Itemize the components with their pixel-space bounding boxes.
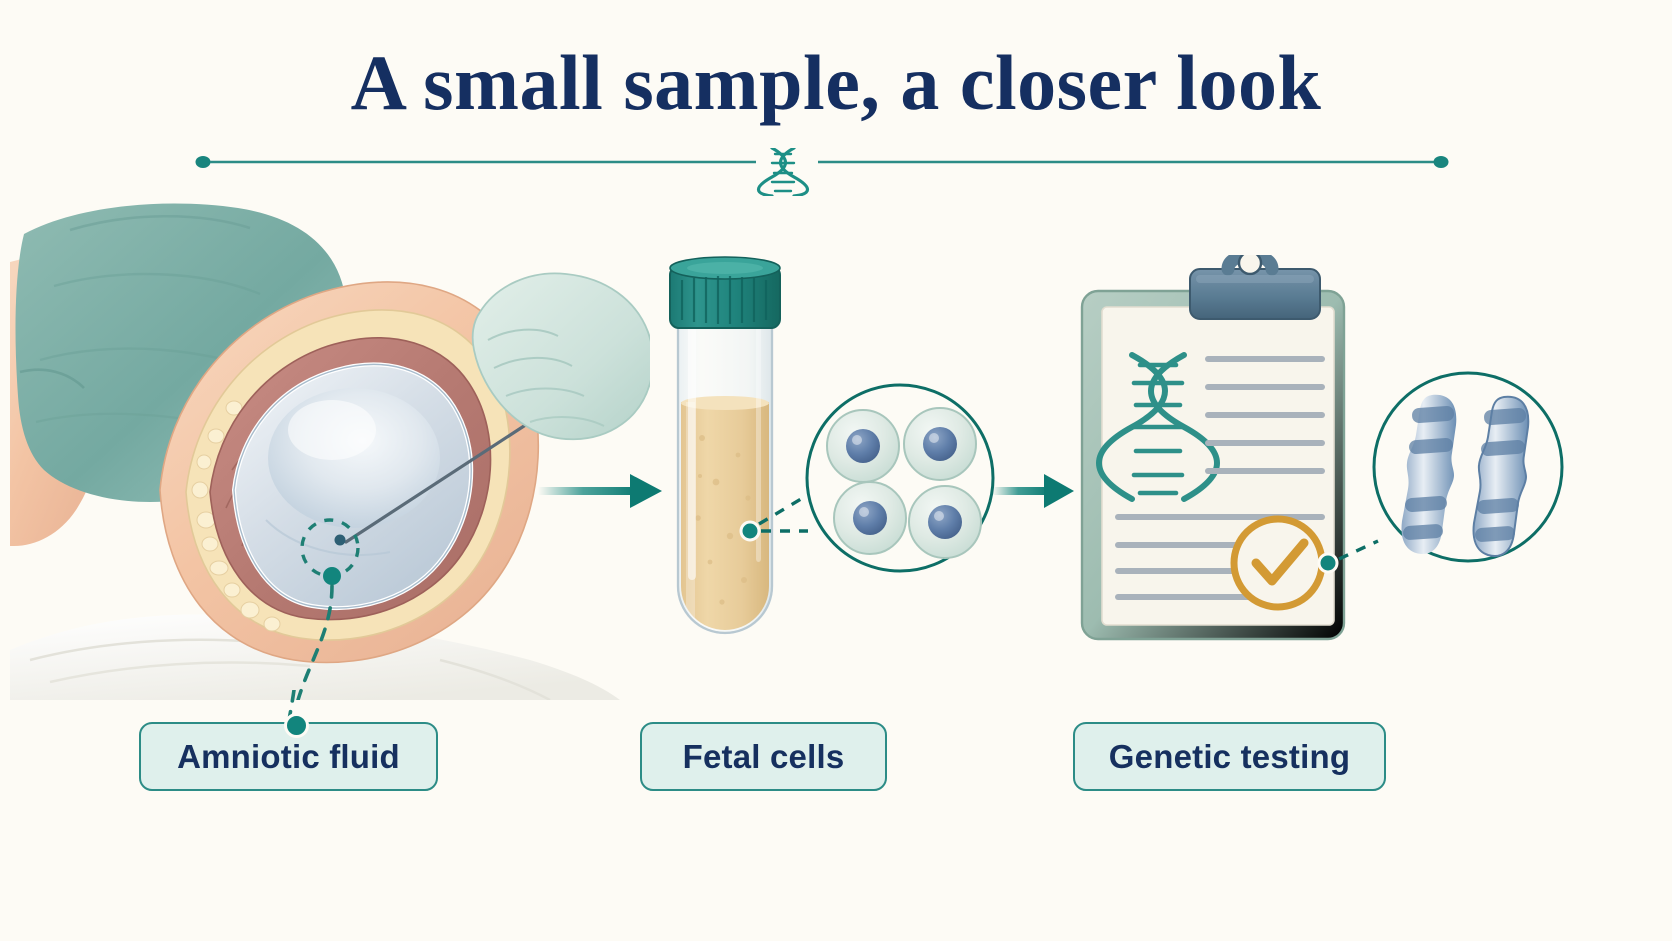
chromosomes-magnifier	[1372, 371, 1564, 563]
clipboard	[1080, 255, 1346, 641]
fluid-particles	[695, 435, 751, 605]
label-genetic-testing[interactable]: Genetic testing	[1073, 722, 1386, 791]
label-genetic-testing-text: Genetic testing	[1108, 737, 1351, 775]
arrow-step2-to-step3	[992, 474, 1074, 508]
fetal-cell	[826, 409, 900, 483]
arrow-step1-to-step2	[538, 474, 662, 508]
title-divider	[195, 148, 1449, 196]
gloved-hand	[471, 272, 650, 441]
label-amniotic-fluid[interactable]: Amniotic fluid	[139, 713, 438, 791]
divider-left-dot	[195, 156, 211, 168]
chromosome	[1472, 395, 1530, 557]
magnifier-connector-chromosomes	[1317, 539, 1379, 574]
fetal-cell	[903, 407, 977, 481]
label-fetal-cells[interactable]: Fetal cells	[640, 722, 887, 791]
dna-helix-icon	[1096, 352, 1220, 502]
fetal-cell	[908, 485, 982, 559]
illustration-amniocentesis	[10, 203, 650, 700]
label-amniotic-fluid-text: Amniotic fluid	[177, 737, 400, 775]
callout-dot-amniotic	[284, 713, 309, 738]
illustration-genetic-report	[1080, 255, 1564, 641]
illustration-sample-tube	[669, 256, 995, 635]
label-fetal-cells-text: Fetal cells	[682, 737, 845, 775]
dna-helix-icon	[756, 148, 810, 196]
sampling-point-callout	[296, 518, 360, 700]
fetal-cells-magnifier	[805, 383, 995, 573]
clipboard-clip	[1189, 255, 1321, 320]
report-text-lines	[1205, 356, 1325, 474]
page-title: A small sample, a closer look	[350, 39, 1322, 126]
test-tube	[676, 310, 774, 635]
fetal-cell	[833, 481, 907, 555]
cap-ridges	[680, 276, 768, 324]
fat-globules	[191, 400, 281, 632]
tube-cap	[669, 256, 781, 329]
abdomen-cross-section	[159, 281, 540, 664]
check-circle-icon	[1230, 515, 1326, 611]
divider-right-dot	[1433, 156, 1449, 168]
chromosome	[1401, 394, 1457, 555]
magnifier-connector-cells	[739, 494, 808, 542]
